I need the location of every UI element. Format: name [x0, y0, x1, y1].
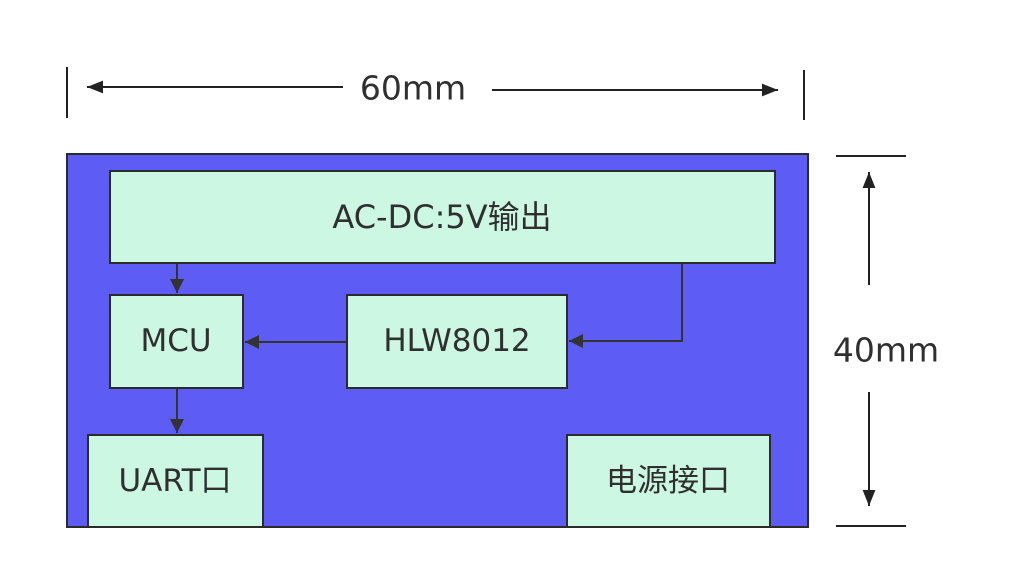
hlw8012-box	[346, 294, 568, 389]
hlw8012-label: HLW8012	[383, 323, 530, 359]
uart-box	[87, 434, 264, 528]
uart-label: UART口	[118, 463, 231, 499]
width-label: 60mm	[360, 69, 466, 108]
acdc-box	[109, 170, 776, 264]
width-dimension: 60mm	[66, 67, 805, 120]
acdc-label: AC-DC:5V输出	[332, 198, 551, 236]
power-connector-block: 电源接口	[566, 434, 771, 528]
height-label: 40mm	[833, 331, 939, 370]
mcu-box	[109, 294, 244, 389]
power-connector-box	[566, 434, 771, 528]
uart-block: UART口	[87, 434, 264, 528]
mcu-label: MCU	[140, 323, 211, 359]
height-dimension: 40mm	[833, 155, 939, 527]
acdc-block: AC-DC:5V输出	[109, 170, 776, 264]
mcu-block: MCU	[109, 294, 244, 389]
hlw8012-block: HLW8012	[346, 294, 568, 389]
power-connector-label: 电源接口	[606, 463, 730, 499]
arrow-acdc-to-hlw8012	[569, 264, 683, 348]
